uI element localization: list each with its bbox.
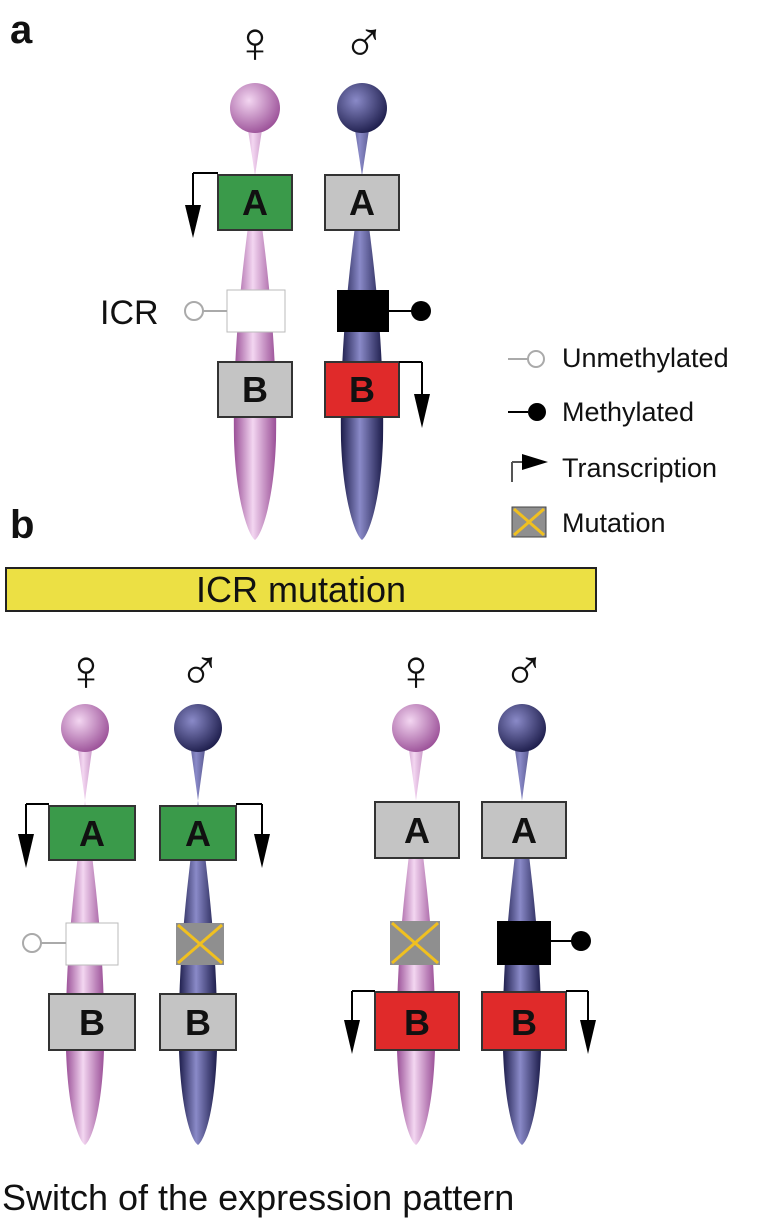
gene-a-female-expressed	[48, 805, 136, 861]
gene-a-male-expressed	[159, 805, 237, 861]
gene-a-female-silent	[374, 801, 460, 859]
gene-label: B	[242, 369, 268, 410]
legend-transcription-icon	[511, 454, 548, 482]
unmethylated-lollipop-icon	[22, 933, 66, 953]
icr-mutation-banner: ICR mutation	[5, 567, 597, 612]
icr-label: ICR	[100, 294, 159, 332]
icr-female-unmethylated	[226, 289, 286, 333]
transcription-arrow-icon	[566, 990, 596, 1054]
gene-label: A	[349, 182, 375, 223]
legend-mutation-icon	[511, 506, 547, 538]
gene-a-male-silent	[481, 801, 567, 859]
gene-label: B	[79, 1002, 105, 1043]
transcription-arrow-icon	[185, 172, 218, 238]
icr-male-methylated	[497, 921, 551, 965]
gene-label: A	[404, 810, 430, 851]
female-symbol-icon: ♀	[394, 638, 438, 703]
methylated-lollipop-icon	[551, 931, 591, 951]
gene-b-male-expressed	[324, 361, 400, 418]
chromosome-male-a	[337, 83, 387, 540]
gene-a-female-expressed	[217, 174, 293, 231]
gene-b-female-silent	[217, 361, 293, 418]
icr-male-methylated	[337, 290, 389, 332]
panel-label-b: b	[10, 503, 35, 547]
male-symbol-icon: ♂	[342, 10, 386, 75]
icr-male-mutation	[176, 923, 224, 965]
male-symbol-icon: ♂	[178, 638, 222, 703]
legend-methylated-label: Methylated	[562, 397, 695, 427]
legend-mutation-label: Mutation	[562, 508, 666, 538]
unmethylated-lollipop-icon	[184, 301, 227, 321]
transcription-arrow-icon	[236, 803, 270, 868]
gene-b-female-expressed	[374, 991, 460, 1051]
gene-label: A	[79, 813, 105, 854]
gene-label: B	[404, 1002, 430, 1043]
male-symbol-icon: ♂	[502, 638, 546, 703]
female-symbol-icon: ♀	[233, 10, 277, 75]
gene-label: B	[511, 1002, 537, 1043]
gene-label: A	[511, 810, 537, 851]
gene-b-male-expressed	[481, 991, 567, 1051]
legend-unmethylated-icon	[508, 350, 545, 368]
gene-label: B	[349, 369, 375, 410]
transcription-arrow-icon	[399, 361, 430, 428]
gene-label: A	[242, 182, 268, 223]
chromosome-female-a	[230, 83, 280, 540]
legend-transcription-label: Transcription	[562, 453, 718, 483]
panel-label-a: a	[10, 8, 33, 52]
gene-label: A	[185, 813, 211, 854]
transcription-arrow-icon	[344, 990, 375, 1054]
gene-a-male-silent	[324, 174, 400, 231]
legend-unmethylated-label: Unmethylated	[562, 343, 729, 373]
female-symbol-icon: ♀	[64, 638, 108, 703]
legend-methylated-icon	[508, 403, 546, 421]
gene-b-female-silent	[48, 993, 136, 1051]
methylated-lollipop-icon	[389, 301, 431, 321]
icr-female-mutation	[390, 921, 440, 965]
figure-caption: Switch of the expression pattern	[2, 1177, 515, 1218]
transcription-arrow-icon	[18, 803, 49, 868]
gene-b-male-silent	[159, 993, 237, 1051]
gene-label: B	[185, 1002, 211, 1043]
icr-female-unmethylated	[65, 922, 119, 966]
